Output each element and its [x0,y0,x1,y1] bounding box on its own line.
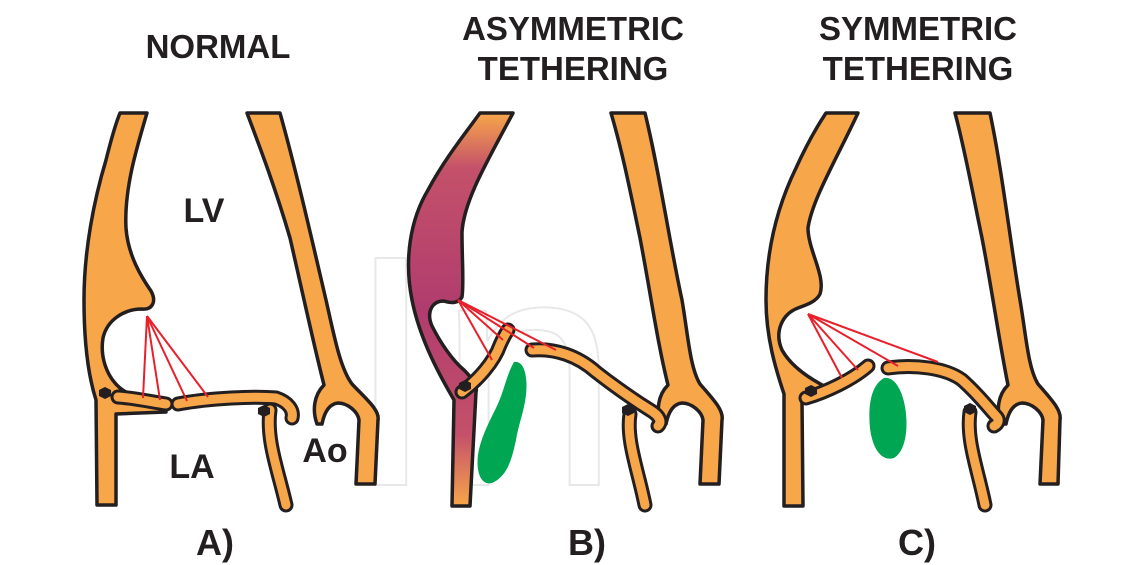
panel-c-title-line-1: SYMMETRIC [819,10,1017,47]
panel-normal: NORMAL LV LA Ao A) [84,28,378,563]
panel-a-chorda [143,316,147,398]
panel-a-label: A) [196,522,234,563]
panel-a-title: NORMAL [146,28,291,65]
la-label: LA [169,448,214,486]
panel-c-chorda [808,314,938,362]
panel-a-chorda [147,316,208,397]
ao-label: Ao [302,432,347,470]
lv-label: LV [184,192,225,230]
panel-c-title-line-2: TETHERING [823,50,1014,87]
panel-c-label: C) [898,522,936,563]
panel-b-label: B) [568,522,606,563]
panel-b-title-line-1: ASYMMETRIC [462,10,684,47]
panel-c-regurgitant-jet [869,378,906,459]
panel-a-posterior-wall [84,113,166,505]
panel-b-title-line-2: TETHERING [478,50,669,87]
panel-symmetric-tethering: SYMMETRIC TETHERING C) [766,10,1060,563]
panel-c-posterior-wall [766,113,858,506]
